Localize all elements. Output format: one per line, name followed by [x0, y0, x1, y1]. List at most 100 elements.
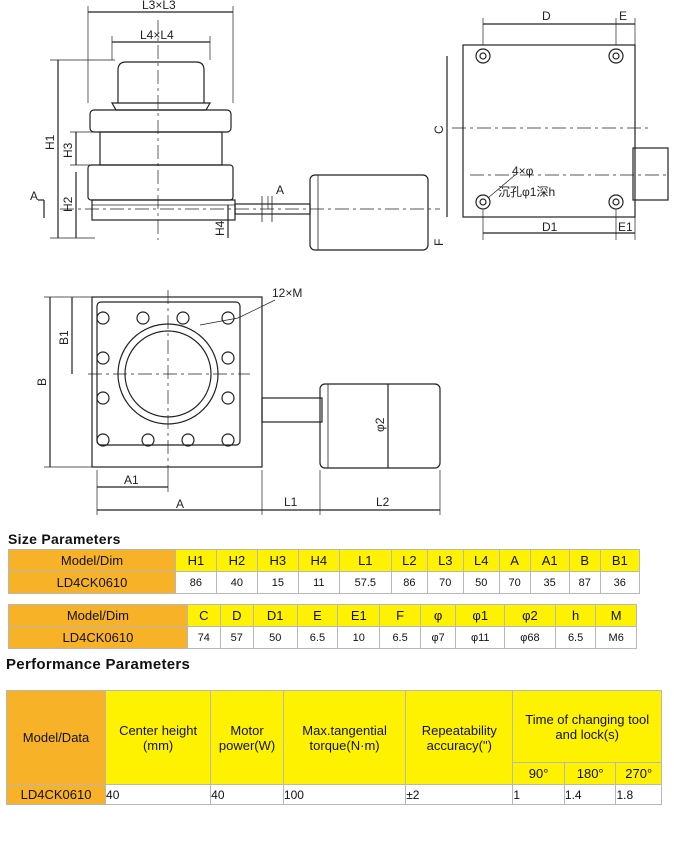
size1-cell-4: 11: [297, 571, 340, 594]
size1-header-5: L1: [338, 549, 392, 572]
size2-header-2: D: [219, 604, 254, 627]
label-h4: H4: [213, 220, 227, 236]
label-e: E: [619, 9, 627, 23]
size2-cell-6: 6.5: [379, 626, 421, 649]
size1-header-3: H3: [256, 549, 299, 572]
size2-header-7: φ: [419, 604, 457, 627]
label-12m: 12×M: [272, 286, 302, 300]
size1-cell-6: 86: [390, 571, 428, 594]
label-h3: H3: [61, 142, 75, 158]
label-phi2: φ2: [373, 417, 387, 432]
size2-cell-5: 10: [337, 626, 381, 649]
size1-cell-7: 70: [426, 571, 464, 594]
perf-header-motor-power: Motor power(W): [210, 690, 284, 785]
size1-header-10: A1: [529, 549, 570, 572]
perf-header-90: 90°: [512, 762, 565, 785]
performance-parameters-title: Performance Parameters: [6, 656, 191, 673]
label-l4: L4×L4: [140, 28, 174, 42]
size2-cell-8: φ11: [455, 626, 506, 649]
size-parameters-title: Size Parameters: [8, 531, 121, 547]
perf-header-time: Time of changing tool and lock(s): [512, 690, 662, 763]
size2-cell-0: LD4CK0610: [8, 626, 188, 649]
perf-header-center-height: Center height (mm): [105, 690, 212, 785]
label-h2: H2: [61, 196, 75, 212]
label-a1: A1: [124, 473, 139, 487]
perf-header-model: Model/Data: [5, 690, 107, 785]
label-l2: L2: [376, 495, 390, 509]
perf-cell-180: 1.4: [563, 784, 617, 805]
size1-cell-12: 36: [599, 571, 641, 594]
size2-cell-11: M6: [595, 626, 637, 649]
size1-header-0: Model/Dim: [8, 549, 176, 572]
perf-cell-torque: 100: [282, 784, 407, 805]
bottom-plan-view: [446, 18, 669, 240]
size2-cell-10: 6.5: [554, 626, 597, 649]
size2-header-9: φ2: [504, 604, 556, 627]
size1-cell-5: 57.5: [338, 571, 392, 594]
size1-cell-1: 86: [174, 571, 217, 594]
label-l3: L3×L3: [142, 0, 176, 12]
performance-table: Model/Data Center height (mm) Motor powe…: [5, 690, 662, 805]
label-hole-count: 4×φ: [512, 164, 534, 178]
size2-cell-2: 57: [219, 626, 254, 649]
size2-cell-9: φ68: [504, 626, 556, 649]
size1-cell-3: 15: [256, 571, 299, 594]
size1-header-11: B: [568, 549, 601, 572]
perf-cell-model: LD4CK0610: [5, 784, 107, 805]
size2-header-5: E1: [337, 604, 381, 627]
size1-header-4: H4: [297, 549, 340, 572]
size1-cell-2: 40: [215, 571, 258, 594]
label-b1: B1: [57, 330, 71, 345]
perf-cell-90: 1: [512, 784, 565, 805]
size2-header-1: C: [186, 604, 221, 627]
size1-cell-0: LD4CK0610: [8, 571, 176, 594]
size1-header-9: A: [498, 549, 531, 572]
size2-cell-3: 50: [252, 626, 298, 649]
size2-header-6: F: [379, 604, 421, 627]
size2-header-8: φ1: [455, 604, 506, 627]
size1-header-1: H1: [174, 549, 217, 572]
label-a-bottom: A: [176, 497, 184, 511]
size2-cell-1: 74: [186, 626, 221, 649]
perf-header-180: 180°: [563, 762, 617, 785]
size1-header-8: L4: [462, 549, 500, 572]
label-c: C: [432, 125, 446, 134]
size2-header-10: h: [554, 604, 597, 627]
perf-cell-270: 1.8: [615, 784, 662, 805]
perf-header-torque: Max.tangential torque(N·m): [282, 690, 407, 785]
size1-header-7: L3: [426, 549, 464, 572]
perf-cell-repeatability: ±2: [405, 784, 514, 805]
top-plan-view: [44, 290, 441, 515]
size2-header-0: Model/Dim: [8, 604, 188, 627]
size2-header-4: E: [296, 604, 339, 627]
size1-cell-8: 50: [462, 571, 500, 594]
size1-cell-10: 35: [529, 571, 570, 594]
size2-cell-4: 6.5: [296, 626, 339, 649]
side-view: [38, 6, 440, 251]
label-h1: H1: [43, 134, 57, 150]
label-l1: L1: [284, 495, 298, 509]
perf-header-270: 270°: [615, 762, 662, 785]
size1-cell-9: 70: [498, 571, 531, 594]
perf-header-repeatability: Repeatability accuracy("): [405, 690, 514, 785]
size1-header-12: B1: [599, 549, 641, 572]
label-a-small: A: [276, 183, 284, 197]
label-b: B: [35, 378, 49, 386]
label-counterbore: 沉孔φ1深h: [498, 185, 555, 199]
size1-header-6: L2: [390, 549, 428, 572]
size1-header-2: H2: [215, 549, 258, 572]
label-d: D: [542, 9, 551, 23]
technical-drawing: L3×L3 L4×L4 H1 H3 H2 A H4 A D E C F 4×φ …: [30, 0, 669, 515]
perf-cell-center-height: 40: [105, 784, 212, 805]
label-d1: D1: [542, 220, 558, 234]
size2-header-11: M: [595, 604, 637, 627]
label-f: F: [432, 239, 446, 246]
label-a-left: A: [30, 189, 38, 203]
size1-cell-11: 87: [568, 571, 601, 594]
size2-cell-7: φ7: [419, 626, 457, 649]
size2-header-3: D1: [252, 604, 298, 627]
label-e1: E1: [618, 220, 633, 234]
perf-cell-motor-power: 40: [210, 784, 284, 805]
